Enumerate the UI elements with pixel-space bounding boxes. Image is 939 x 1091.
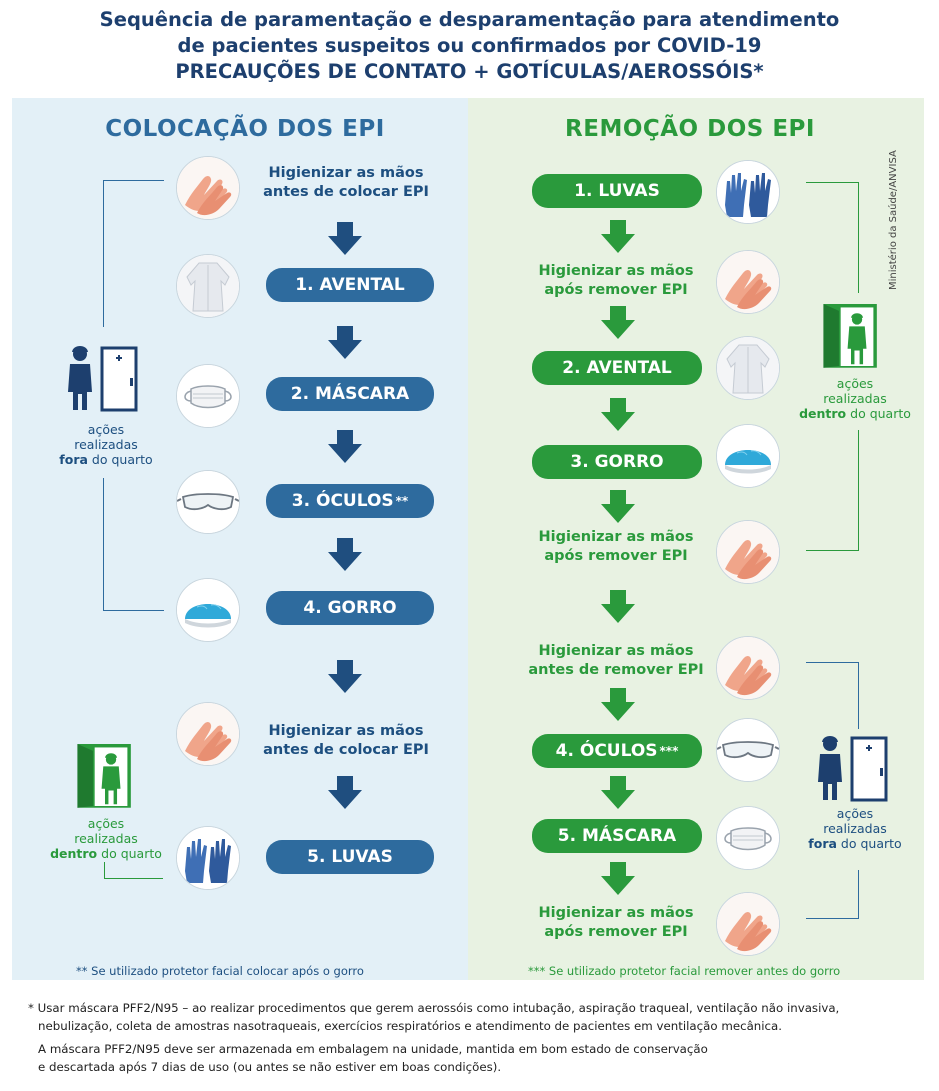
right-step-mascara: 5. MÁSCARA (532, 819, 702, 853)
right-step-avental: 2. AVENTAL (532, 351, 702, 385)
bracket-inside-top (806, 182, 859, 293)
footnote-line-1: * Usar máscara PFF2/N95 – ao realizar pr… (28, 1001, 840, 1015)
left-step-luvas: 5. LUVAS (266, 840, 434, 874)
arrow-down-icon (600, 590, 636, 624)
outside-room-icon (816, 734, 888, 802)
gown-icon (716, 336, 780, 400)
left-step-avental: 1. AVENTAL (266, 268, 434, 302)
panel-colocacao (12, 98, 468, 980)
hand-hygiene-icon (716, 520, 780, 584)
hand-hygiene-icon (176, 156, 240, 220)
right-wash3-line1: Higienizar as mãos (538, 643, 694, 659)
credit-text: Ministério da Saúde/ANVISA (888, 150, 899, 290)
footnote-line-2: nebulização, coleta de amostras nasotraq… (38, 1019, 783, 1033)
left-wash-top-line2: antes de colocar EPI (263, 184, 429, 200)
mask-icon (716, 806, 780, 870)
hand-hygiene-icon (716, 892, 780, 956)
gown-icon (176, 254, 240, 318)
gloves-icon (716, 160, 780, 224)
arrow-down-icon (327, 776, 363, 810)
right-step-gorro: 3. GORRO (532, 445, 702, 479)
bracket-outside-top (103, 180, 164, 327)
inside-room-icon (823, 304, 877, 368)
bracket-outside-bottom (806, 870, 859, 919)
cap-icon (176, 578, 240, 642)
hand-hygiene-icon (716, 636, 780, 700)
left-outside-label: ações realizadas fora do quarto (59, 422, 153, 467)
arrow-down-icon (600, 398, 636, 432)
left-wash-top-line1: Higienizar as mãos (268, 165, 424, 181)
right-wash4-line2: após remover EPI (544, 924, 688, 940)
footnote-line-3: A máscara PFF2/N95 deve ser armazenada e… (38, 1042, 708, 1056)
arrow-down-icon (600, 862, 636, 896)
arrow-down-icon (327, 430, 363, 464)
right-wash1-line1: Higienizar as mãos (538, 263, 694, 279)
arrow-down-icon (600, 306, 636, 340)
footnote-line-4: e descartada após 7 dias de uso (ou ante… (38, 1060, 502, 1074)
heading-remocao: REMOÇÃO DOS EPI (565, 116, 815, 142)
bracket-inside-bottom (806, 430, 859, 551)
heading-colocacao: COLOCAÇÃO DOS EPI (105, 116, 385, 142)
goggles-icon (176, 470, 240, 534)
arrow-down-icon (600, 490, 636, 524)
left-note: ** Se utilizado protetor facial colocar … (76, 964, 364, 978)
left-step-oculos: 3. ÓCULOS** (266, 484, 434, 518)
cap-icon (716, 424, 780, 488)
title-line-3: PRECAUÇÕES DE CONTATO + GOTÍCULAS/AEROSS… (175, 60, 764, 83)
right-note: *** Se utilizado protetor facial remover… (528, 964, 841, 978)
gloves-icon (176, 826, 240, 890)
left-wash-mid-line1: Higienizar as mãos (268, 723, 424, 739)
title-line-1: Sequência de paramentação e desparamenta… (99, 8, 840, 31)
bracket-inside-bottom (104, 862, 163, 879)
right-wash2-line1: Higienizar as mãos (538, 529, 694, 545)
arrow-down-icon (327, 538, 363, 572)
hand-hygiene-icon (176, 702, 240, 766)
left-wash-mid-line2: antes de colocar EPI (263, 742, 429, 758)
inside-room-icon (77, 744, 131, 808)
right-outside-label: ações realizadas fora do quarto (808, 806, 902, 851)
title-line-2: de pacientes suspeitos ou confirmados po… (177, 34, 762, 57)
arrow-down-icon (327, 222, 363, 256)
arrow-down-icon (327, 660, 363, 694)
right-wash3-line2: antes de remover EPI (528, 662, 704, 678)
right-wash2-line2: após remover EPI (544, 548, 688, 564)
outside-room-icon (66, 344, 138, 412)
arrow-down-icon (600, 220, 636, 254)
bracket-outside-bottom (103, 478, 164, 611)
hand-hygiene-icon (716, 250, 780, 314)
left-inside-label: ações realizadas dentro do quarto (50, 816, 162, 861)
arrow-down-icon (600, 776, 636, 810)
right-step-oculos: 4. ÓCULOS*** (532, 734, 702, 768)
arrow-down-icon (600, 688, 636, 722)
right-inside-label: ações realizadas dentro do quarto (799, 376, 911, 421)
mask-icon (176, 364, 240, 428)
bracket-outside-top (806, 662, 859, 729)
right-wash4-line1: Higienizar as mãos (538, 905, 694, 921)
right-step-luvas: 1. LUVAS (532, 174, 702, 208)
arrow-down-icon (327, 326, 363, 360)
right-wash1-line2: após remover EPI (544, 282, 688, 298)
left-step-gorro: 4. GORRO (266, 591, 434, 625)
left-step-mascara: 2. MÁSCARA (266, 377, 434, 411)
goggles-icon (716, 718, 780, 782)
